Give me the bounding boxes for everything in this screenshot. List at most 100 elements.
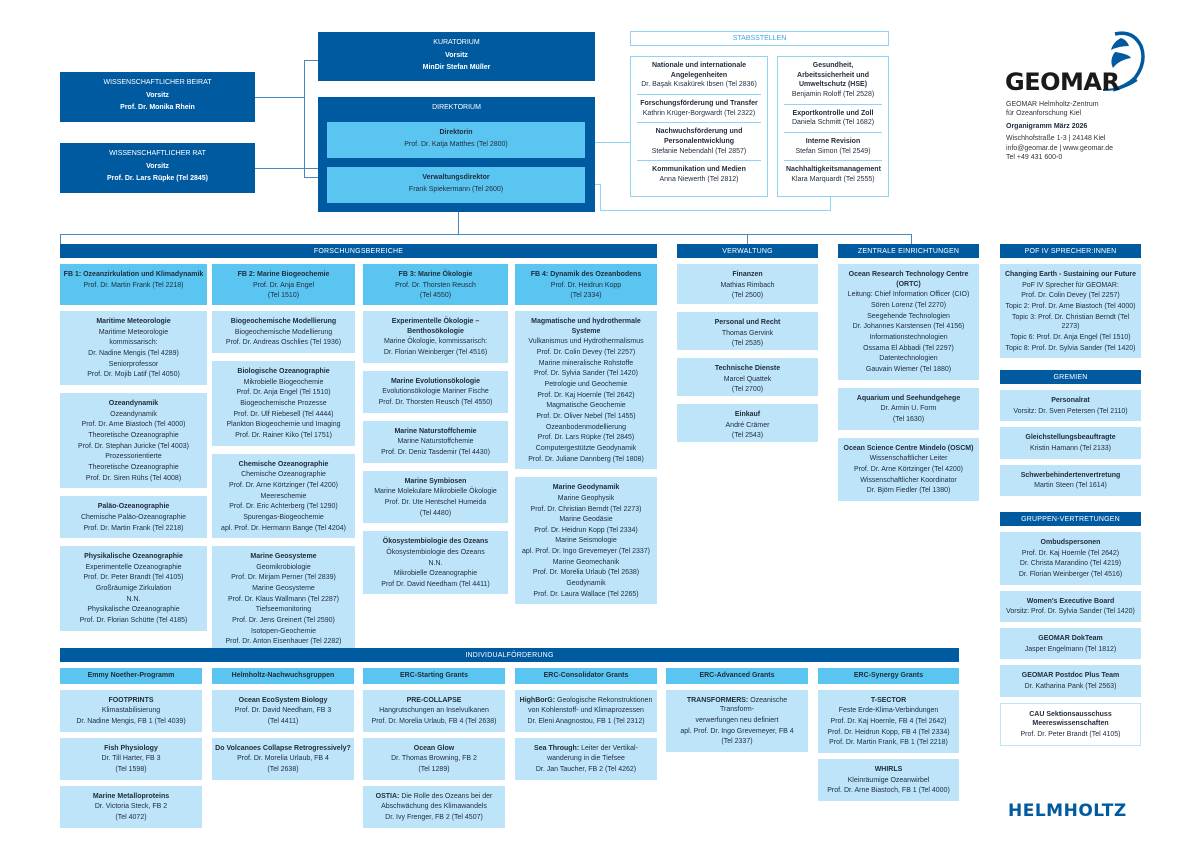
unit-line: Topic 3: Prof. Dr. Christian Berndt (Tel…	[1011, 313, 1130, 331]
unit-line: Ozeandynamik	[110, 410, 157, 418]
grant-line: Prof. Dr. Morelia Urlaub, FB 4 (Tel 2638…	[371, 717, 497, 725]
verwaltungsdirektor-role: Verwaltungsdirektor	[422, 174, 490, 181]
helmholtz-logo: HELMHOLTZ	[1008, 801, 1127, 821]
unit-line: Prof. Dr. Peter Brandt (Tel 4105)	[83, 574, 184, 582]
verwaltung-header: VERWALTUNG	[677, 244, 818, 258]
program-header: ERC-Advanced Grants	[666, 668, 808, 684]
unit-line: Prof. Dr. Mojib Latif (Tel 4050)	[87, 371, 180, 379]
stab-name: Stefan Simon (Tel 2549)	[795, 147, 871, 155]
unit-box: Experimentelle Ökologie – Benthosökologi…	[363, 311, 508, 363]
stab-title: Exportkontrolle und Zoll	[792, 109, 874, 117]
unit-line: (Tel 4480)	[419, 509, 452, 517]
unit-line: Prof. Dr. Colin Devey (Tel 2257)	[1021, 292, 1120, 300]
kuratorium-name: MinDir Stefan Müller	[422, 64, 491, 72]
unit-line: Marine Ökologie, kommissarisch:	[383, 338, 488, 346]
kuratorium-title: KURATORIUM	[433, 39, 480, 46]
stab-name: Anna Niewerth (Tel 2812)	[659, 175, 739, 183]
grant-title: Sea Through:	[534, 744, 580, 752]
unit-line: Prof. Dr. Mirjam Perner (Tel 2839)	[231, 574, 336, 582]
unit-line: Biogeochemische Modellierung	[234, 328, 333, 336]
rat-role: Vorsitz	[146, 162, 169, 170]
unit-line: Spurengas-Biogeochemie	[243, 513, 324, 521]
grant-title: Ocean EcoSystem Biology	[238, 696, 328, 704]
fb-title: FB 4: Dynamik des Ozeanbodens	[530, 271, 642, 278]
connector	[911, 234, 912, 244]
unit-line: Dr. Nadine Mengis (Tel 4289)	[88, 349, 179, 357]
phone: Tel +49 431 600-0	[1006, 154, 1063, 162]
unit-title: Gleichstellungsbeauftragte	[1025, 434, 1116, 442]
program-header: ERC-Synergy Grants	[818, 668, 959, 684]
grant-line: Die Rolle des Ozeans bei der	[401, 792, 493, 800]
unit-line: Prof. Dr. Lars Rüpke (Tel 2845)	[537, 434, 635, 442]
unit-line: (Tel 1630)	[892, 415, 925, 423]
grant-line: Prof. Dr. David Needham, FB 3	[234, 707, 332, 715]
organigramm-date: Organigramm März 2026	[1006, 122, 1088, 130]
unit-title: Schwerbehindertenvertretung	[1020, 471, 1121, 479]
beirat-title: WISSENSCHAFTLICHER BEIRAT	[103, 79, 212, 86]
stab-name: Kathrin Krüger-Borgwardt (Tel 2322)	[642, 109, 756, 117]
individual-header: INDIVIDUALFÖRDERUNG	[60, 648, 959, 662]
kuratorium-box: KURATORIUM Vorsitz MinDir Stefan Müller	[318, 32, 595, 81]
unit-line: Prof. Dr. Heidrun Kopp (Tel 2334)	[534, 526, 638, 534]
direktorin-name: Prof. Dr. Katja Matthes (Tel 2800)	[404, 140, 508, 148]
connector	[585, 142, 631, 143]
geomar-logo-block: GEOMAR GEOMAR Helmholtz-Zentrum für Ozea…	[1003, 28, 1163, 168]
program-header: Emmy Noether-Programm	[60, 668, 202, 684]
connector	[600, 210, 830, 211]
grant-line: Feste Erde-Klima-Verbindungen	[838, 707, 939, 715]
stab-name: Stefanie Nebendahl (Tel 2857)	[651, 147, 747, 155]
unit-title: Women's Executive Board	[1026, 597, 1115, 605]
unit-line: Chemische Paläo-Ozeanographie	[80, 513, 187, 521]
grant-line: verwerfungen neu definiert	[695, 716, 779, 724]
unit-title: Paläo-Ozeanographie	[97, 503, 170, 511]
grant-line: Ozeanische Transform-	[720, 696, 788, 714]
grant-title: Fish Physiology	[104, 744, 158, 752]
fb-head: Prof. Dr. Heidrun Kopp	[550, 281, 622, 289]
unit-line: Prof. Dr. Florian Schütte (Tel 4185)	[79, 617, 188, 625]
fb-head: Prof. Dr. Thorsten Reusch	[395, 281, 476, 289]
unit-line: Dr. Katharina Pank (Tel 2563)	[1024, 682, 1117, 690]
unit-line: Marine Geophysik	[557, 494, 615, 502]
unit-line: Dr. Florian Weinberger (Tel 4516)	[1018, 570, 1123, 578]
direktorin-role: Direktorin	[439, 129, 473, 136]
grant-line: Prof. Dr. Heidrun Kopp, FB 4 (Tel 2334)	[827, 728, 950, 736]
gremien-header: GREMIEN	[1000, 370, 1141, 384]
stabsstellen-right: Gesundheit, Arbeitssicherheit und Umwelt…	[777, 56, 889, 197]
grant-line: (Tel 4411)	[267, 717, 299, 725]
unit-line: Martin Steen (Tel 1614)	[1034, 482, 1107, 490]
grant-line: Dr. Till Harter, FB 3	[101, 755, 161, 763]
unit-title: Personalrat	[1051, 397, 1090, 404]
unit-line: Tiefseemonitoring	[255, 606, 312, 614]
fb-head: Prof. Dr. Martin Frank (Tel 2218)	[83, 281, 184, 289]
connector	[600, 184, 601, 210]
unit-line: Chemische Ozeanographie	[241, 471, 326, 479]
unit-line: Prof. Dr. Martin Frank (Tel 2218)	[83, 524, 184, 532]
grant-line: Kleinräumige Ozeanwirbel	[847, 776, 930, 784]
grant-line: Leiter der Vertikal-	[581, 744, 638, 752]
web-email[interactable]: info@geomar.de | www.geomar.de	[1006, 144, 1113, 152]
unit-line: Prof. Dr. Anton Eisenhauer (Tel 2282)	[225, 638, 342, 646]
unit-line: Mathias Rimbach	[720, 281, 775, 289]
stab-title: Kommunikation und Medien	[652, 166, 746, 174]
unit-title: Einkauf	[734, 411, 761, 418]
unit-line: Mikrobielle Biogeochemie	[243, 378, 324, 386]
fb-title: FB 1: Ozeanzirkulation und Klimadynamik	[63, 271, 204, 278]
unit-title: Physikalische Ozeanographie	[84, 553, 183, 561]
unit-title: Finanzen	[732, 271, 763, 278]
unit-line: Vulkanismus und Hydrothermalismus	[528, 338, 644, 346]
kuratorium-role: Vorsitz	[445, 51, 468, 59]
unit-line: Marine mineralische Rohstoffe	[538, 359, 634, 367]
grant-line: Hangrutschungen an Inselvulkanen	[379, 707, 489, 715]
unit-line: Topic 2: Prof. Dr. Arne Biastoch (Tel 40…	[1005, 302, 1136, 310]
unit-line: Magmatische Geochemie	[546, 402, 626, 410]
stab-title: Gesundheit, Arbeitssicherheit und Umwelt…	[797, 62, 869, 89]
unit-line: Seegehende Technologien	[867, 312, 950, 320]
